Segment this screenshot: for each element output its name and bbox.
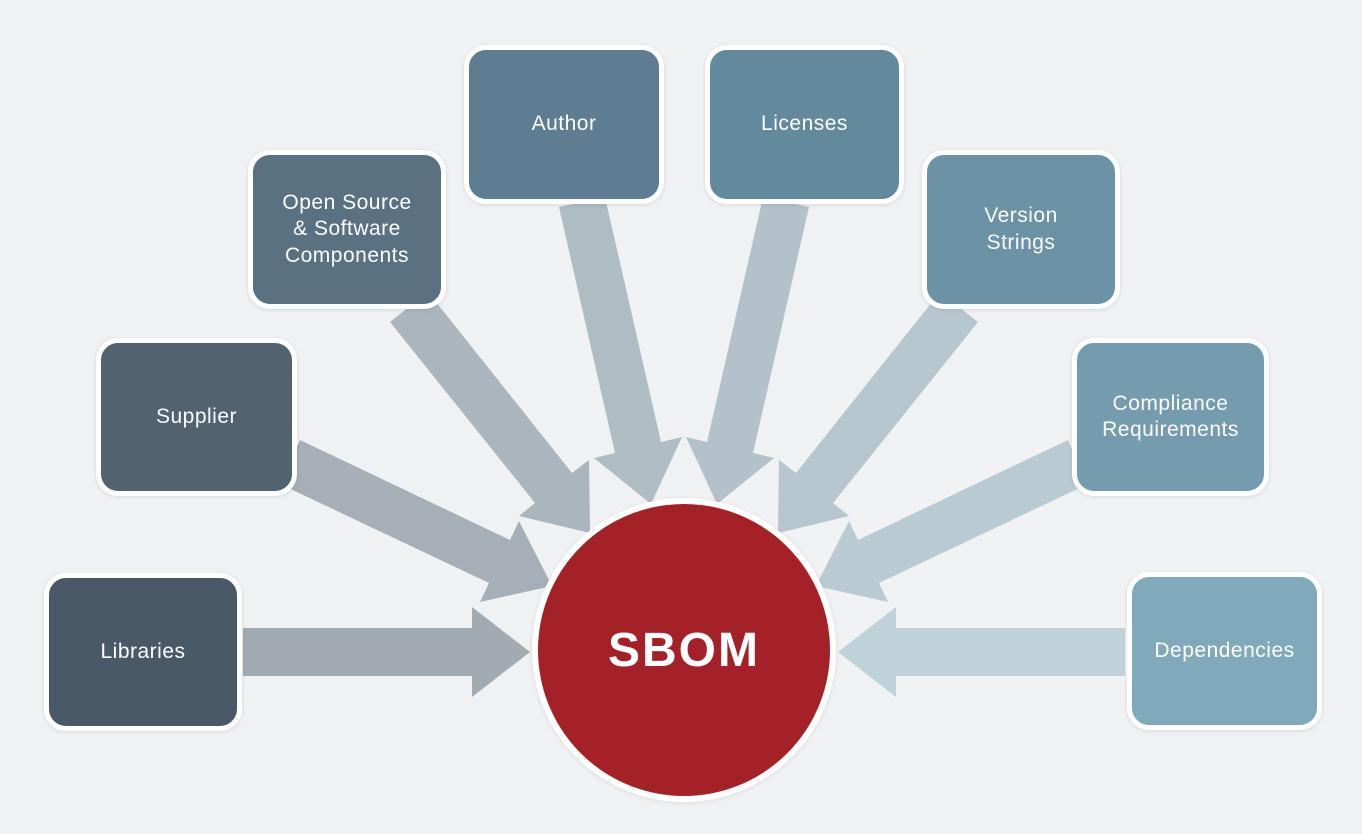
arrow-versions-to-sbom — [778, 292, 978, 533]
node-version-strings: Version Strings — [922, 150, 1120, 309]
node-licenses: Licenses — [705, 45, 904, 204]
node-author-label: Author — [531, 112, 597, 136]
node-version-strings-label: Version Strings — [984, 204, 1058, 254]
sbom-center-label: SBOM — [608, 623, 760, 677]
node-licenses-label: Licenses — [761, 112, 848, 136]
node-dependencies: Dependencies — [1127, 572, 1322, 730]
node-open-source-software-components-label: Open Source & Software Components — [282, 191, 412, 267]
arrow-libraries-to-sbom — [243, 607, 530, 697]
node-author: Author — [464, 45, 664, 204]
node-libraries-label: Libraries — [100, 639, 186, 663]
node-compliance-requirements-label: Compliance Requirements — [1102, 391, 1239, 441]
arrow-licenses-to-sbom — [686, 197, 809, 504]
arrow-opensource-to-sbom — [390, 292, 590, 533]
arrow-compliance-to-sbom — [816, 440, 1088, 602]
node-compliance-requirements: Compliance Requirements — [1072, 338, 1269, 496]
arrow-author-to-sbom — [559, 197, 682, 504]
node-libraries: Libraries — [44, 573, 242, 731]
sbom-center-circle: SBOM — [532, 498, 836, 802]
node-dependencies-label: Dependencies — [1154, 638, 1295, 662]
arrow-dependencies-to-sbom — [838, 607, 1125, 697]
arrow-supplier-to-sbom — [280, 440, 552, 602]
node-open-source-software-components: Open Source & Software Components — [248, 150, 446, 309]
node-supplier: Supplier — [96, 338, 297, 496]
node-supplier-label: Supplier — [155, 404, 238, 428]
